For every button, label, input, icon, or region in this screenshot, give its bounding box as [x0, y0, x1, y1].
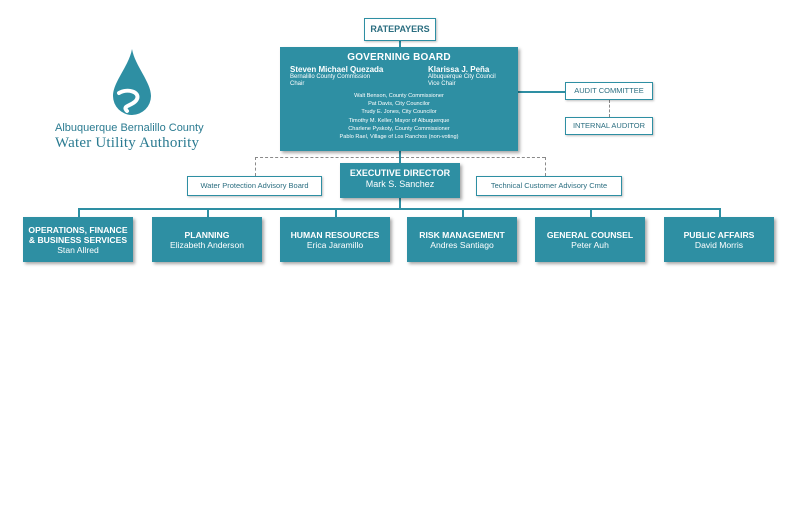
water-drop-icon: [113, 49, 151, 115]
chair-affiliation: Bernalillo County Commission: [290, 74, 371, 80]
dept-head: Elizabeth Anderson: [169, 239, 245, 250]
dept-title: PLANNING: [184, 229, 230, 240]
connector-dept-6: [719, 208, 721, 217]
logo-line-1: Albuquerque Bernalillo County: [55, 122, 204, 134]
authority-logo: Albuquerque Bernalillo County Water Util…: [55, 48, 225, 158]
ratepayers-box: RATEPAYERS: [364, 18, 436, 41]
internal-auditor-box: INTERNAL AUDITOR: [565, 117, 653, 135]
dept-general-counsel: GENERAL COUNSEL Peter Auh: [535, 217, 645, 262]
connector-advisory-dashed: [255, 157, 545, 158]
board-officers: Steven Michael Quezada Bernalillo County…: [280, 63, 518, 88]
chair-name: Steven Michael Quezada: [290, 65, 384, 74]
board-member: Walt Benson, County Commissioner: [354, 93, 444, 99]
connector-dept-bus: [78, 208, 720, 210]
dept-operations-finance: OPERATIONS, FINANCE & BUSINESS SERVICES …: [23, 217, 133, 262]
executive-director-box: EXECUTIVE DIRECTOR Mark S. Sanchez: [340, 163, 460, 198]
dept-title: PUBLIC AFFAIRS: [683, 229, 755, 240]
dept-planning: PLANNING Elizabeth Anderson: [152, 217, 262, 262]
dept-public-affairs: PUBLIC AFFAIRS David Morris: [664, 217, 774, 262]
board-member: Trudy E. Jones, City Councilor: [361, 109, 437, 116]
dept-risk-management: RISK MANAGEMENT Andres Santiago: [407, 217, 517, 262]
dept-head: Erica Jaramillo: [306, 239, 364, 250]
connector-ratepayers-board: [399, 41, 401, 47]
board-member: Timothy M. Keller, Mayor of Albuquerque: [348, 117, 450, 124]
dept-head: Peter Auh: [571, 239, 609, 250]
dept-head: Stan Allred: [57, 244, 99, 255]
connector-dept-1: [78, 208, 80, 217]
chair-role: Chair: [290, 81, 305, 87]
connector-audit-auditor: [609, 100, 610, 117]
connector-wpab-dashed: [255, 157, 256, 176]
dept-title: GENERAL COUNSEL: [546, 229, 634, 240]
executive-director-name: Mark S. Sanchez: [365, 179, 435, 189]
board-members-list: Walt Benson, County Commissioner Pat Dav…: [280, 92, 518, 141]
dept-human-resources: HUMAN RESOURCES Erica Jaramillo: [280, 217, 390, 262]
water-protection-advisory-board-box: Water Protection Advisory Board: [187, 176, 322, 196]
dept-title: RISK MANAGEMENT: [419, 229, 505, 240]
connector-dept-4: [462, 208, 464, 217]
board-member: Charlene Pyskoty, County Commissioner: [348, 125, 450, 132]
connector-dept-3: [335, 208, 337, 217]
dept-title: HUMAN RESOURCES: [290, 229, 380, 240]
dept-head: Andres Santiago: [430, 239, 494, 250]
board-member: Pablo Rael, Village of Los Ranchos (non-…: [339, 134, 459, 141]
vice-chair-name: Klarissa J. Peña: [428, 65, 490, 74]
vice-chair-affiliation: Albuquerque City Council: [428, 74, 496, 80]
board-member: Pat Davis, City Councilor: [368, 101, 430, 108]
dept-title: OPERATIONS, FINANCE & BUSINESS SERVICES: [28, 224, 128, 245]
connector-tcac-dashed: [545, 157, 546, 176]
connector-dept-5: [590, 208, 592, 217]
connector-exec-depts: [399, 198, 401, 209]
vice-chair-role: Vice Chair: [428, 81, 456, 87]
technical-customer-advisory-cmte-box: Technical Customer Advisory Cmte: [476, 176, 622, 196]
board-chair: Steven Michael Quezada Bernalillo County…: [290, 65, 383, 88]
executive-director-title: EXECUTIVE DIRECTOR: [349, 168, 451, 178]
connector-dept-2: [207, 208, 209, 217]
connector-board-audit: [518, 91, 565, 93]
board-vice-chair: Klarissa J. Peña Albuquerque City Counci…: [428, 65, 508, 88]
governing-board-box: GOVERNING BOARD Steven Michael Quezada B…: [280, 47, 518, 151]
audit-committee-box: AUDIT COMMITTEE: [565, 82, 653, 100]
logo-line-2: Water Utility Authority: [55, 135, 200, 151]
governing-board-title: GOVERNING BOARD: [347, 52, 451, 63]
dept-head: David Morris: [694, 239, 744, 250]
